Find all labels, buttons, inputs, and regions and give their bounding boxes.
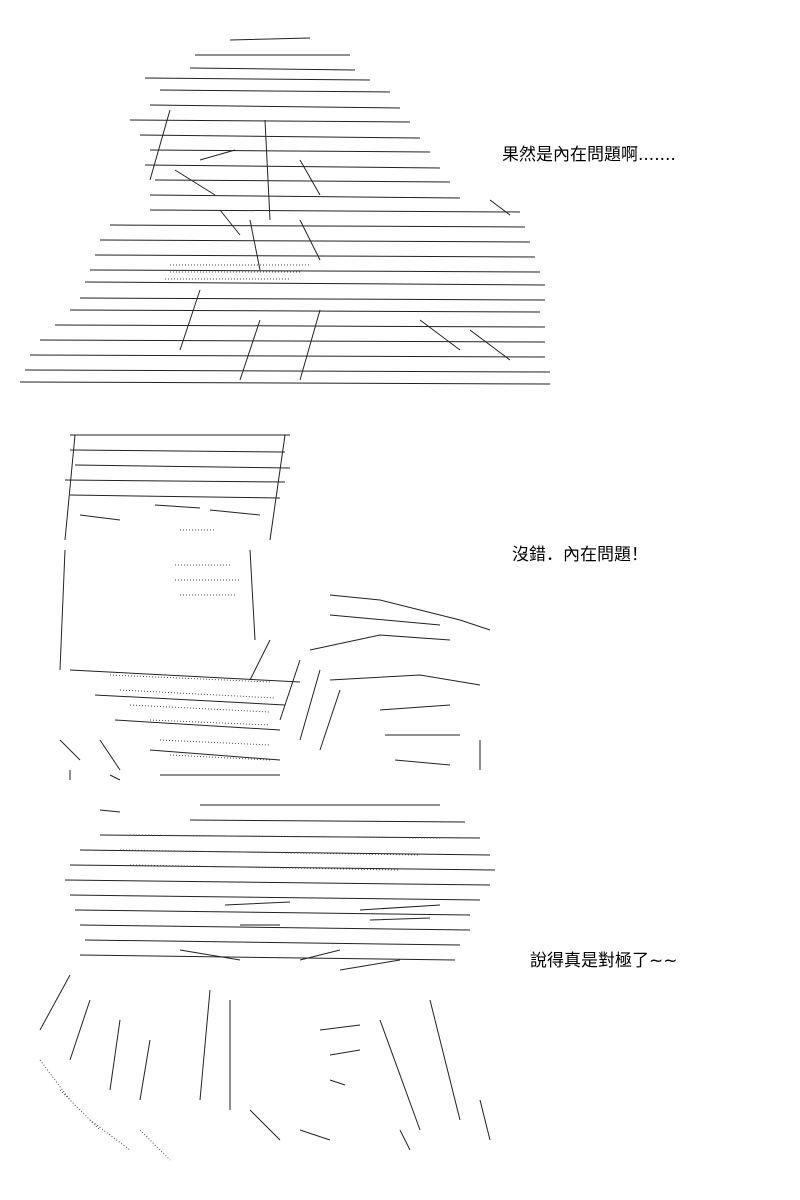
panel-2: 沒錯．內在問題！ [0,420,800,790]
dialogue-caption-3: 說得真是對極了~~ [530,951,678,971]
ascii-art-character-1 [0,20,560,400]
dialogue-caption-1: 果然是內在問題啊....... [502,145,676,165]
ascii-art-character-3 [0,800,520,1190]
ascii-art-character-2 [0,420,520,790]
dialogue-caption-2: 沒錯．內在問題！ [512,545,648,565]
panel-1: 果然是內在問題啊....... [0,20,800,400]
panel-3: 說得真是對極了~~ [0,800,800,1190]
